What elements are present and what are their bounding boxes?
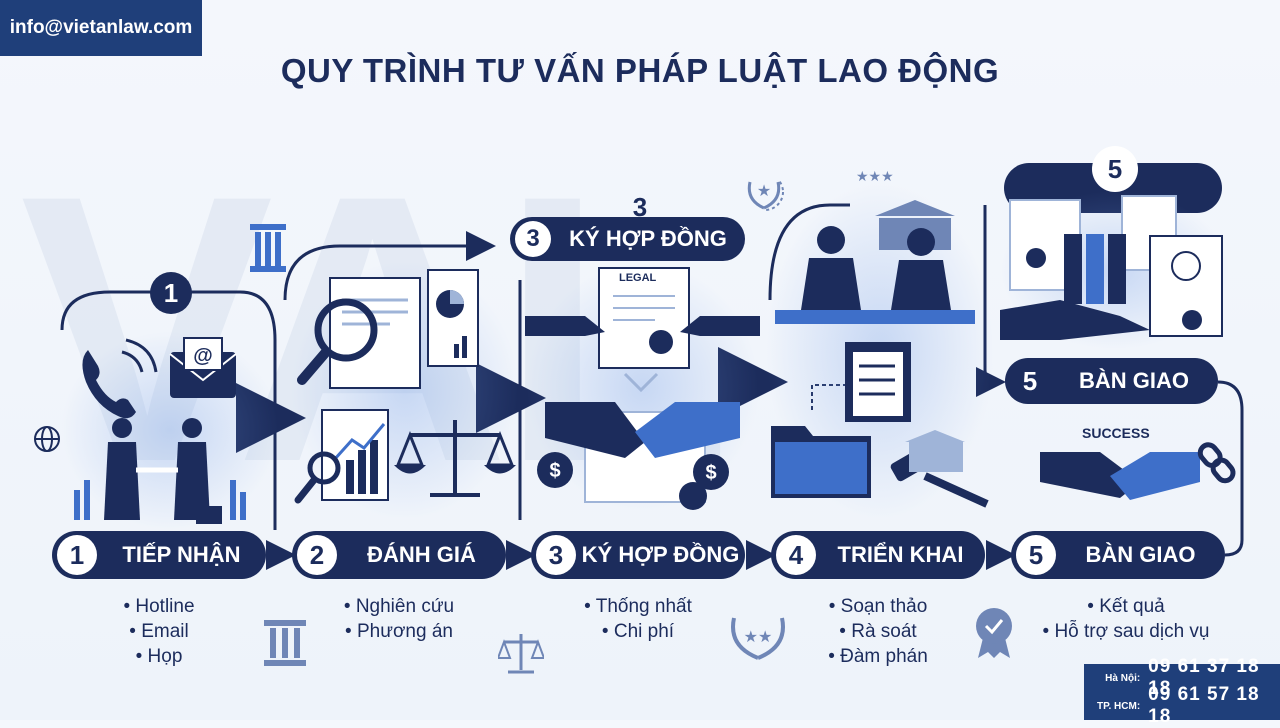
laurel-stars-icon: ★★ [731,617,785,660]
svg-text:★: ★ [757,181,771,200]
step3-bullets: Thống nhất Chi phí [531,594,745,644]
step1-illustration: @ [60,330,280,530]
hand-pen-icon [525,316,605,336]
column-icon [250,224,286,272]
step4-illustration [765,180,995,520]
bullet-item: Phương án [292,619,506,644]
step3-top-number: 3 [632,191,648,222]
success-label: SUCCESS [1082,425,1150,441]
page-title: QUY TRÌNH TƯ VẤN PHÁP LUẬT LAO ĐỘNG [280,52,1000,89]
step1-pill: 1 TIẾP NHẬN [52,531,266,579]
handshake-icon [545,402,645,458]
award-badge-icon [976,608,1012,658]
step5-illustration [1000,190,1230,350]
bullet-item: Hỗ trợ sau dịch vụ [1011,619,1241,644]
bullet-item: Hotline [52,594,266,619]
globe-icon [34,426,60,452]
bullet-item: Đàm phán [771,644,985,669]
bullet-item: Rà soát [771,619,985,644]
phone-icon [82,350,136,419]
coin-icon [537,452,573,488]
svg-text:$: $ [549,460,560,482]
hanoi-phone[interactable]: 09 61 37 18 18 [1148,656,1260,699]
step5-bullets: Kết quả Hỗ trợ sau dịch vụ [1011,594,1241,644]
step5-pill: 5 BÀN GIAO [1011,531,1225,579]
step3-pill: 3 KÝ HỢP ĐỒNG [531,531,745,579]
step3-top-pill: 3 KÝ HỢP ĐỒNG [510,217,745,261]
bullet-item: Họp [52,644,266,669]
column-icon [264,620,306,666]
bullet-item: Thống nhất [531,594,745,619]
hcm-label: TP. HCM: [1097,700,1141,712]
svg-text:$: $ [705,462,716,484]
bullet-item: Nghiên cứu [292,594,506,619]
step4-pill: 4 TRIỂN KHAI [771,531,985,579]
lawyer-icon [801,258,861,310]
scale-icon [498,634,544,674]
bullet-item: Kết quả [1011,594,1241,619]
chain-link-icon [1197,442,1236,484]
legal-label: LEGAL [619,272,657,284]
svg-text:@: @ [193,345,213,367]
magnifier-icon [314,298,378,362]
scale-icon [410,420,500,497]
step1-bullets: Hotline Email Họp [52,594,266,669]
handshake-icon [1040,452,1140,498]
hand-icon [1000,300,1150,340]
success-handshake-illustration [1040,442,1236,500]
hanoi-label: Hà Nội: [1105,672,1141,684]
svg-text:★★: ★★ [744,627,773,646]
hcm-phone[interactable]: 09 61 57 18 18 [1148,684,1260,727]
courthouse-icon [875,200,955,216]
stars-icon: ★★★ [856,168,894,184]
hand-pen-icon [680,316,760,336]
step1-top-number: 1 [150,272,192,314]
hotline-hcm[interactable]: TP. HCM: 09 61 57 18 18 [1084,684,1280,727]
bullet-item: Chi phí [531,619,745,644]
hotline-box: Hà Nội: 09 61 37 18 18 TP. HCM: 09 61 57… [1084,656,1280,727]
step2-illustration [290,260,520,520]
step5-top-number: 5 [1092,146,1138,192]
person-icon [174,442,210,520]
laurel-stars-icon: ★ [747,181,781,210]
step3-illustration: $ $ [525,262,760,512]
binder-icon [1064,234,1082,304]
bullet-item: Email [52,619,266,644]
step5-mid-pill: 5 BÀN GIAO [1005,358,1218,404]
email-contact[interactable]: info@vietanlaw.com [0,0,202,56]
hotline-hanoi[interactable]: Hà Nội: 09 61 37 18 18 [1084,656,1280,699]
step2-pill: 2 ĐÁNH GIÁ [292,531,506,579]
bullet-item: Soạn thảo [771,594,985,619]
lawyer-icon [891,260,951,310]
step4-bullets: Soạn thảo Rà soát Đàm phán [771,594,985,669]
step2-bullets: Nghiên cứu Phương án [292,594,506,644]
person-icon [104,442,140,520]
